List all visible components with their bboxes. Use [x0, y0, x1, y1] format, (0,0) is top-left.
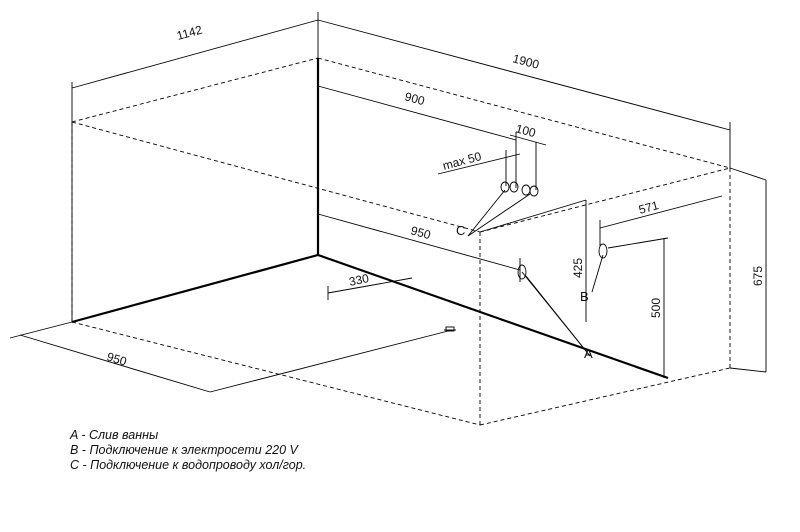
- electrical-b: B: [580, 243, 608, 304]
- dim-950-top-label: 950: [409, 223, 432, 242]
- point-b-label: B: [580, 289, 589, 304]
- dim-1142-label: 1142: [175, 23, 204, 43]
- bathtub-outline: [71, 57, 731, 426]
- legend: A - Слив ванны B - Подключение к электро…: [70, 428, 306, 473]
- dim-500-label: 500: [649, 298, 663, 318]
- dim-max50: max 50: [437, 149, 521, 186]
- point-c-label: C: [456, 223, 465, 238]
- point-a-label: A: [584, 346, 593, 361]
- legend-item-c: C - Подключение к водопроводу хол/гор.: [70, 458, 307, 472]
- legend-item-b: B - Подключение к электросети 220 V: [70, 443, 298, 457]
- dim-675-label: 675: [751, 266, 765, 286]
- dim-1142: 1142: [71, 12, 319, 122]
- dim-675: 675: [729, 167, 767, 373]
- dim-1900-label: 1900: [511, 51, 541, 72]
- dim-900: 900: [317, 85, 517, 188]
- dim-max50-label: max 50: [441, 149, 483, 173]
- dim-900-label: 900: [403, 89, 426, 108]
- legend-item-a: A - Слив ванны: [70, 428, 159, 442]
- dim-100-label: 100: [514, 121, 537, 140]
- floor-back-wall-line: [317, 253, 669, 380]
- walls: [71, 58, 669, 380]
- dim-571: 571: [599, 195, 723, 246]
- water-connection-c: C: [456, 181, 539, 238]
- dim-100: 100: [509, 121, 547, 190]
- dim-950-top: 950: [317, 213, 521, 282]
- dim-571-label: 571: [637, 198, 660, 217]
- dim-500: 500: [607, 237, 669, 378]
- drain-a: A: [517, 264, 593, 361]
- dim-950-left: 950: [9, 321, 456, 393]
- dim-425-label: 425: [571, 258, 585, 278]
- dim-330: 330: [327, 271, 413, 300]
- dim-330-label: 330: [348, 271, 371, 289]
- dim-1900: 1900: [317, 19, 731, 168]
- dim-950-left-label: 950: [105, 349, 129, 368]
- floor-left-wall-line: [71, 253, 319, 324]
- floor-drain-marker: [445, 326, 455, 332]
- dim-425: 425: [479, 199, 587, 322]
